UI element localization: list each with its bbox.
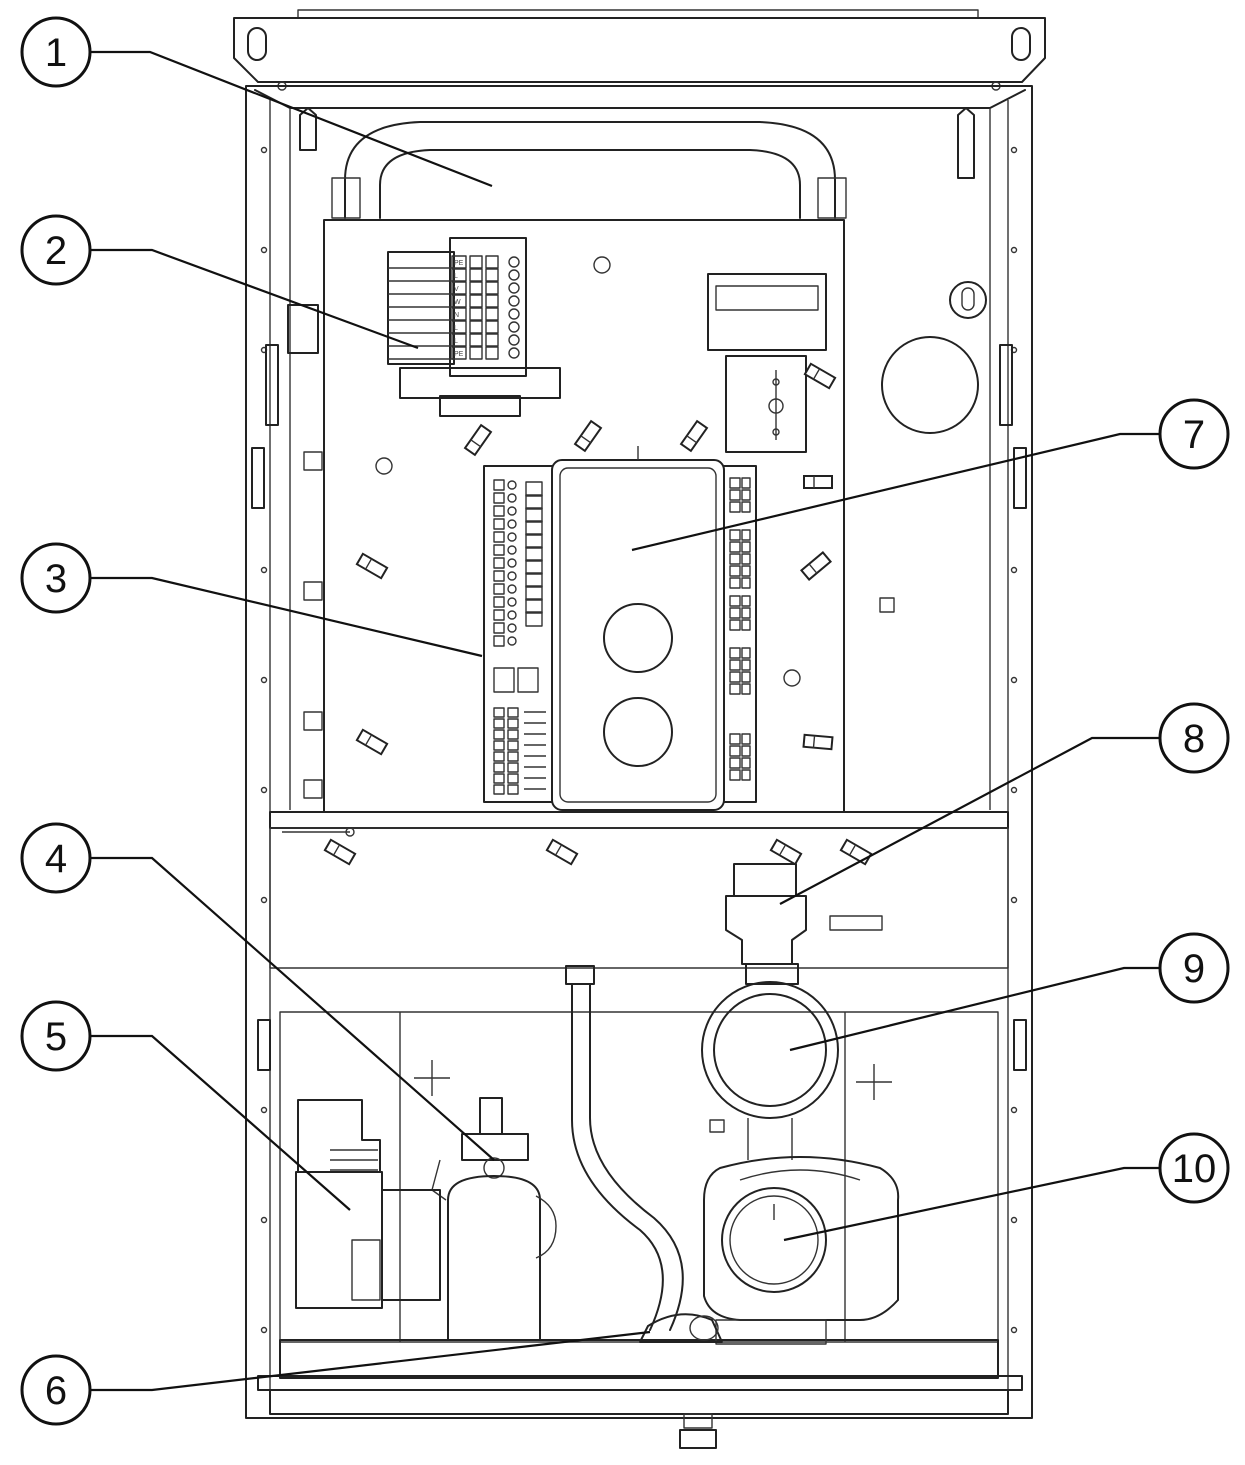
callout-number: 2 xyxy=(45,229,67,273)
callout-leader-line xyxy=(90,1330,651,1392)
callout-number: 6 xyxy=(45,1369,67,1413)
terminal-label: V xyxy=(454,286,459,293)
callout-number: 3 xyxy=(45,557,67,601)
callout-3: 3 xyxy=(20,542,483,658)
valve-actuator xyxy=(703,1156,900,1345)
cable-clips xyxy=(323,362,873,866)
callout-circle xyxy=(20,214,92,286)
callout-2: 2 xyxy=(20,214,419,350)
callout-number: 4 xyxy=(45,837,67,881)
mounting-bracket xyxy=(233,9,1046,91)
callout-4: 4 xyxy=(20,822,495,1161)
terminal-label: W xyxy=(454,299,461,306)
motor-unit xyxy=(295,1099,441,1309)
carry-handle xyxy=(331,121,847,219)
contactor xyxy=(707,273,827,453)
controller-display xyxy=(551,446,725,811)
callout-number: 9 xyxy=(1183,947,1205,991)
callout-leader-line xyxy=(779,736,1160,905)
callout-layer: 1 2 3 4 5 6 7 8 9 10 xyxy=(20,16,1230,1426)
flow-sensor xyxy=(725,863,807,985)
terminal-label: PE xyxy=(454,260,464,267)
callout-number: 10 xyxy=(1172,1147,1217,1191)
pipe-ring xyxy=(701,981,839,1160)
callout-number: 1 xyxy=(45,31,67,75)
callout-leader-line xyxy=(90,1034,351,1211)
callout-circle xyxy=(20,822,92,894)
callout-7: 7 xyxy=(631,398,1230,552)
terminal-label: L xyxy=(454,273,458,280)
callout-circle xyxy=(1158,1132,1230,1204)
callout-circle xyxy=(1158,702,1230,774)
terminal-label: L xyxy=(454,338,458,345)
callout-circle xyxy=(1158,932,1230,1004)
pump xyxy=(431,1097,557,1341)
callout-6: 6 xyxy=(20,1330,651,1426)
callout-circle xyxy=(20,1000,92,1072)
callout-5: 5 xyxy=(20,1000,351,1211)
callout-leader-line xyxy=(90,248,419,350)
terminal-label: L xyxy=(454,325,458,332)
callout-leader-line xyxy=(789,966,1160,1052)
terminal-label: N xyxy=(454,312,459,319)
callout-leader-line xyxy=(90,856,495,1161)
callout-1: 1 xyxy=(20,16,493,188)
callout-number: 5 xyxy=(45,1015,67,1059)
callout-9: 9 xyxy=(789,932,1230,1052)
callout-leader-line xyxy=(631,432,1160,552)
hose xyxy=(565,965,684,1331)
callout-leader-line xyxy=(783,1166,1160,1242)
middle-panel xyxy=(269,811,1009,969)
outlet-elbow xyxy=(639,1313,723,1343)
callout-circle xyxy=(20,16,92,88)
callout-number: 7 xyxy=(1183,413,1205,457)
callout-circle xyxy=(1158,398,1230,470)
callout-circle xyxy=(20,542,92,614)
callout-leader-line xyxy=(90,576,483,658)
callout-circle xyxy=(20,1354,92,1426)
lower-compartment xyxy=(257,1011,1023,1449)
callout-leader-line xyxy=(90,50,493,188)
cable-openings xyxy=(881,281,987,434)
terminal-label: PE xyxy=(454,351,464,358)
callout-10: 10 xyxy=(783,1132,1230,1242)
callout-number: 8 xyxy=(1183,717,1205,761)
callout-8: 8 xyxy=(779,702,1230,905)
